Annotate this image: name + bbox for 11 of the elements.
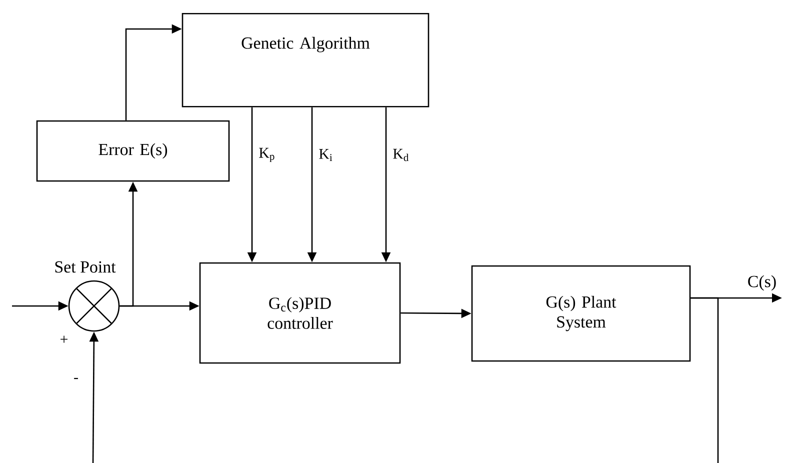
sign-label: + xyxy=(60,336,68,343)
block-box: G(s) Plant System xyxy=(471,265,691,362)
edge-label: K$_{p}$ xyxy=(258,146,276,164)
sign-label: - xyxy=(74,378,78,380)
algorithm-box: Genetic Algorithm xyxy=(182,13,430,108)
edge-label: C(s) xyxy=(746,274,778,292)
edge-label: K$_{i}$ xyxy=(318,148,334,162)
summing-junction xyxy=(68,280,120,332)
block-box: G$_{c}$(s)PID controller xyxy=(199,262,401,364)
edge-label: K$_{d}$ xyxy=(392,148,410,162)
block-box: Error E(s) xyxy=(36,120,230,182)
